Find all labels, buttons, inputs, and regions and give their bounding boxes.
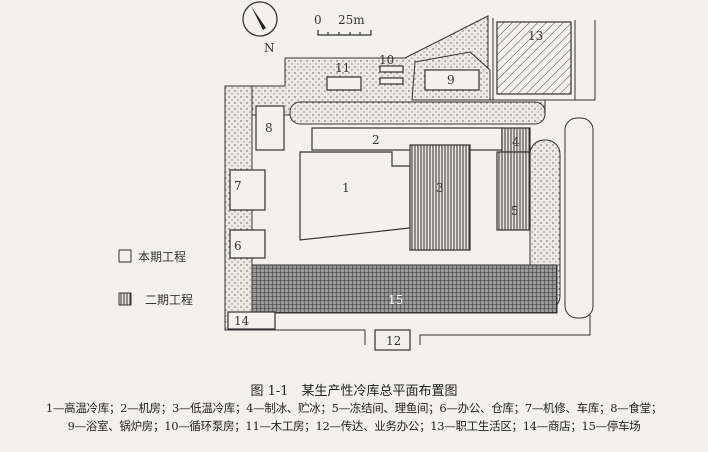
building-13-staff-living <box>496 21 572 95</box>
figure-description-line1: 1—高温冷库；2—机房；3—低温冷库；4—制冰、贮冰；5—冻结间、理鱼间；6—办… <box>45 401 663 415</box>
label-3: 3 <box>436 181 444 195</box>
legend-phase2-swatch <box>118 292 132 306</box>
building-10-pump-room-b <box>379 77 404 85</box>
label-2: 2 <box>372 133 380 147</box>
scale-end: 25m <box>338 13 365 27</box>
figure-title: 图 1-1 某生产性冷库总平面布置图 <box>250 384 458 399</box>
label-12: 12 <box>386 334 401 348</box>
scale-bar <box>317 30 372 36</box>
building-6-office-warehouse <box>229 229 266 259</box>
label-15: 15 <box>388 293 403 307</box>
north-arrow-icon <box>242 1 278 37</box>
label-9: 9 <box>447 73 455 87</box>
label-8: 8 <box>265 121 273 135</box>
building-14-shop <box>227 311 276 330</box>
figure-description-line2: 9—浴室、锅炉房；10—循环泵房；11—木工房；12—传达、业务办公；13—职工… <box>67 419 641 433</box>
north-label: N <box>264 41 275 55</box>
legend-phase1-swatch <box>118 249 132 263</box>
label-6: 6 <box>234 239 242 253</box>
building-2-machine-room <box>311 127 503 151</box>
legend-phase2-label: 二期工程 <box>145 292 193 307</box>
label-11: 11 <box>335 61 350 75</box>
label-14: 14 <box>234 314 250 328</box>
building-9-bath-boiler <box>424 69 480 91</box>
label-5: 5 <box>511 204 519 218</box>
building-10-pump-room-a <box>379 65 404 73</box>
label-1: 1 <box>342 181 350 195</box>
building-8-canteen <box>255 105 285 151</box>
legend-phase1-label: 本期工程 <box>138 249 186 264</box>
building-4-ice-making <box>501 127 531 153</box>
building-1-high-temp-cold-storage <box>299 151 411 241</box>
building-11-carpentry <box>326 76 362 91</box>
scale-start: 0 <box>314 13 322 27</box>
label-10: 10 <box>379 53 394 67</box>
label-4: 4 <box>512 135 520 149</box>
label-7: 7 <box>234 179 242 193</box>
building-3-low-temp-cold-storage <box>409 144 471 251</box>
building-7-repair-garage <box>229 169 266 211</box>
label-13: 13 <box>528 29 543 43</box>
building-5-freezing-room <box>496 151 531 231</box>
buildings <box>227 21 572 351</box>
building-12-reception <box>374 329 411 351</box>
